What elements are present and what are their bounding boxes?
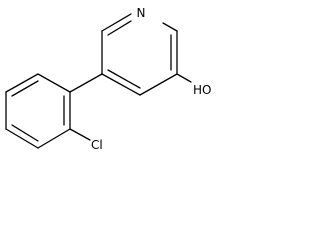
bond-b5-b6	[5, 73, 39, 93]
bond-biaryl	[69, 73, 103, 93]
bond-b3-b4	[5, 128, 39, 149]
bond-b6-b1	[37, 73, 71, 93]
hydroxyl-label: HO	[193, 83, 211, 97]
bond-b2-b3	[37, 128, 71, 149]
bond-c3-c4	[139, 73, 178, 96]
pyridine-ring	[101, 13, 178, 96]
bond-c4-c5	[101, 73, 141, 96]
bond-c4-c5-inner	[107, 69, 141, 89]
molecule-structure: N HO Cl	[5, 6, 211, 152]
bond-c3-oh	[176, 73, 192, 83]
bond-c6-n-inner	[107, 20, 132, 36]
chlorine-label: Cl	[91, 138, 103, 152]
bond-n-c2	[162, 22, 178, 32]
bond-b5-b6-inner	[11, 80, 39, 97]
bond-b3-b4-inner	[11, 124, 39, 142]
bond-c-cl	[69, 128, 91, 141]
bond-c6-n	[101, 13, 132, 32]
nitrogen-label: N	[137, 6, 146, 20]
chlorophenyl-ring	[5, 73, 71, 149]
